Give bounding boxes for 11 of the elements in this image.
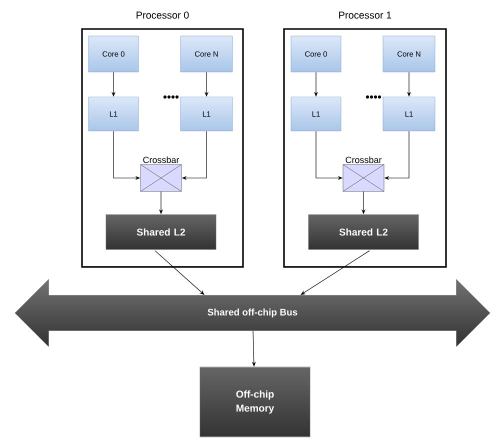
arrow <box>154 250 204 295</box>
crossbar-box: Crossbar <box>342 156 384 192</box>
node-label: Crossbar <box>143 156 180 164</box>
memory-box: Off-chip Memory <box>200 366 310 438</box>
node-label: Processor 1 <box>339 12 392 19</box>
shared-cache-box: Shared L2 <box>308 214 419 250</box>
node-label: Crossbar <box>346 156 382 164</box>
shared-cache-box: Shared L2 <box>106 214 216 250</box>
node-label: Processor 0 <box>136 12 189 19</box>
arrow <box>300 250 370 295</box>
crossbar-box: Crossbar <box>140 156 182 192</box>
